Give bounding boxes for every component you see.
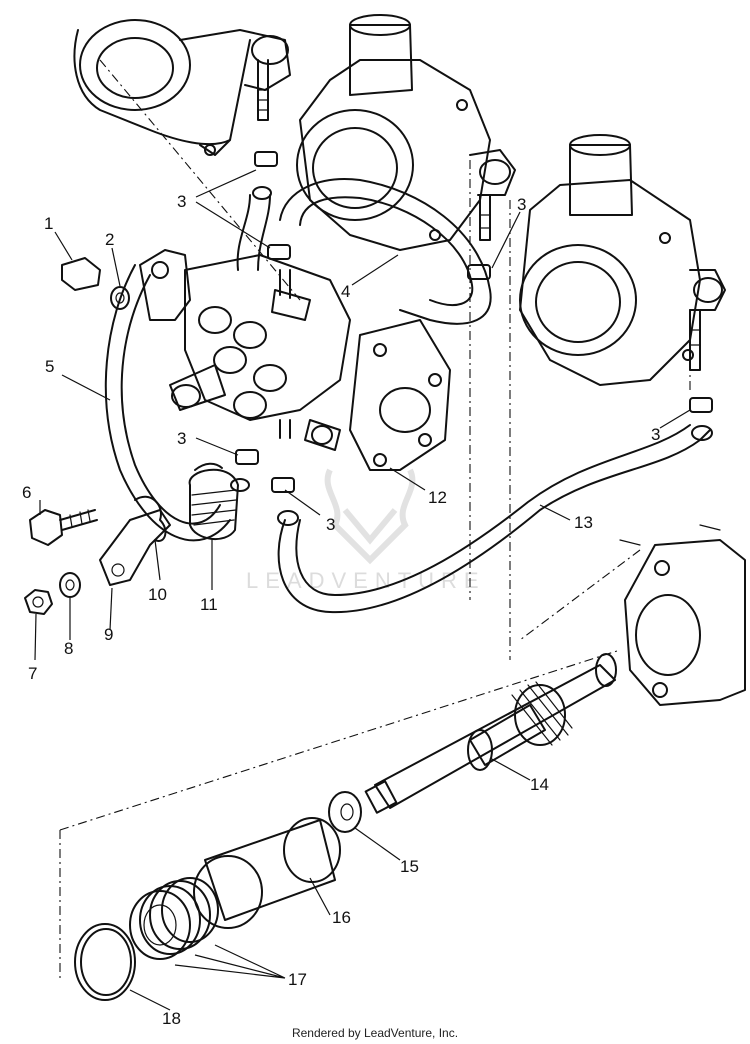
callout-9: 9: [104, 625, 113, 644]
screw-6: [29, 509, 63, 546]
small-parts: [24, 257, 239, 615]
washer-15: [328, 791, 362, 833]
leader-lines: [34, 169, 691, 1011]
carburetor-middle: [296, 14, 516, 251]
watermark-text: LEADVENTURE: [246, 568, 486, 593]
oil-pump: [139, 249, 451, 471]
callout-15: 15: [400, 857, 419, 876]
o-ring-18: [74, 923, 136, 1001]
carburetor-right: [519, 134, 726, 386]
washer-8: [59, 572, 81, 598]
callout-6: 6: [22, 483, 31, 502]
callout-2: 2: [105, 230, 114, 249]
callout-3-top: 3: [177, 192, 186, 211]
callout-18: 18: [162, 1009, 181, 1028]
bolt-1: [61, 257, 101, 291]
drive-shaft: [364, 653, 617, 814]
callout-3-lower-left: 3: [177, 429, 186, 448]
callout-14: 14: [530, 775, 549, 794]
callout-3-far-right: 3: [651, 425, 660, 444]
callout-3-lower: 3: [326, 515, 335, 534]
spring-11: [188, 468, 239, 541]
washer-2: [110, 286, 130, 310]
sleeve-16: [193, 817, 341, 929]
lever-9: [99, 509, 171, 586]
engine-case: [619, 524, 746, 706]
callout-16: 16: [332, 908, 351, 927]
hoses: [104, 178, 711, 614]
hose-clamps: [230, 151, 713, 526]
spring-17: [129, 877, 219, 960]
callout-12: 12: [428, 488, 447, 507]
callout-labels: 1 2 3 3 3 3 3 4 5 6 7 8 9 10 11 12 13 14…: [22, 192, 660, 1028]
hose-13: [277, 424, 711, 614]
hose-4: [279, 178, 492, 325]
hose-5: [104, 264, 231, 542]
clip-10: [134, 495, 167, 542]
callout-5: 5: [45, 357, 54, 376]
callout-3-right: 3: [517, 195, 526, 214]
callout-17: 17: [288, 970, 307, 989]
callout-4: 4: [341, 282, 350, 301]
callout-11: 11: [200, 595, 218, 614]
callout-10: 10: [148, 585, 167, 604]
reference-lines: [59, 59, 691, 980]
callout-1: 1: [44, 214, 53, 233]
carburetor-left: [73, 19, 291, 156]
callout-13: 13: [574, 513, 593, 532]
nut-7: [24, 589, 53, 615]
callout-7: 7: [28, 664, 37, 683]
callout-8: 8: [64, 639, 73, 658]
footer-credit: Rendered by LeadVenture, Inc.: [291, 1026, 459, 1040]
